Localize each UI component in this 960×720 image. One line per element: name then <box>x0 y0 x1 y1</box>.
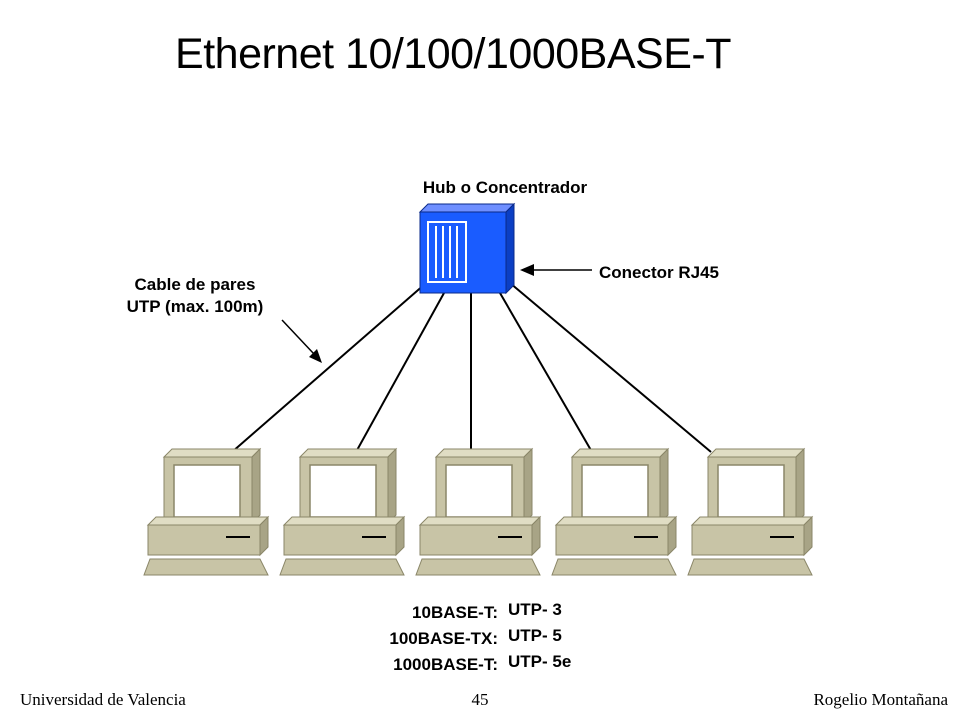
footer-institution: Universidad de Valencia <box>20 690 186 709</box>
computer-icon <box>551 448 677 576</box>
footer-page-number: 45 <box>471 690 489 709</box>
cable-5 <box>509 282 712 453</box>
standard-cable: UTP- 5 <box>508 626 562 645</box>
hub-label: Hub o Concentrador <box>422 178 588 197</box>
connector-arrow <box>520 264 592 276</box>
cable-label-line-1: Cable de pares <box>134 275 256 294</box>
computer-icon <box>687 448 813 576</box>
standard-name: 100BASE-TX: <box>389 629 498 648</box>
standard-name: 1000BASE-T: <box>393 655 498 674</box>
cable-2 <box>355 292 445 453</box>
computer-icon <box>279 448 405 576</box>
cable-arrow <box>281 319 322 363</box>
computer-icon <box>143 448 269 576</box>
footer-author: Rogelio Montañana <box>813 690 948 709</box>
hub-icon <box>418 202 516 295</box>
standard-cable: UTP- 3 <box>508 600 562 619</box>
slide-title: Ethernet 10/100/1000BASE-T <box>175 30 731 78</box>
cable-4 <box>499 292 593 453</box>
utp-cables <box>231 282 712 453</box>
cable-label-line-2: UTP (max. 100m) <box>126 297 264 316</box>
cable-label: Cable de pares UTP (max. 100m) <box>90 274 300 318</box>
connector-label: Conector RJ45 <box>599 263 719 282</box>
standard-cable: UTP- 5e <box>508 652 572 671</box>
computer-icon <box>415 448 541 576</box>
standard-name: 10BASE-T: <box>412 603 498 622</box>
cable-1 <box>231 283 426 453</box>
